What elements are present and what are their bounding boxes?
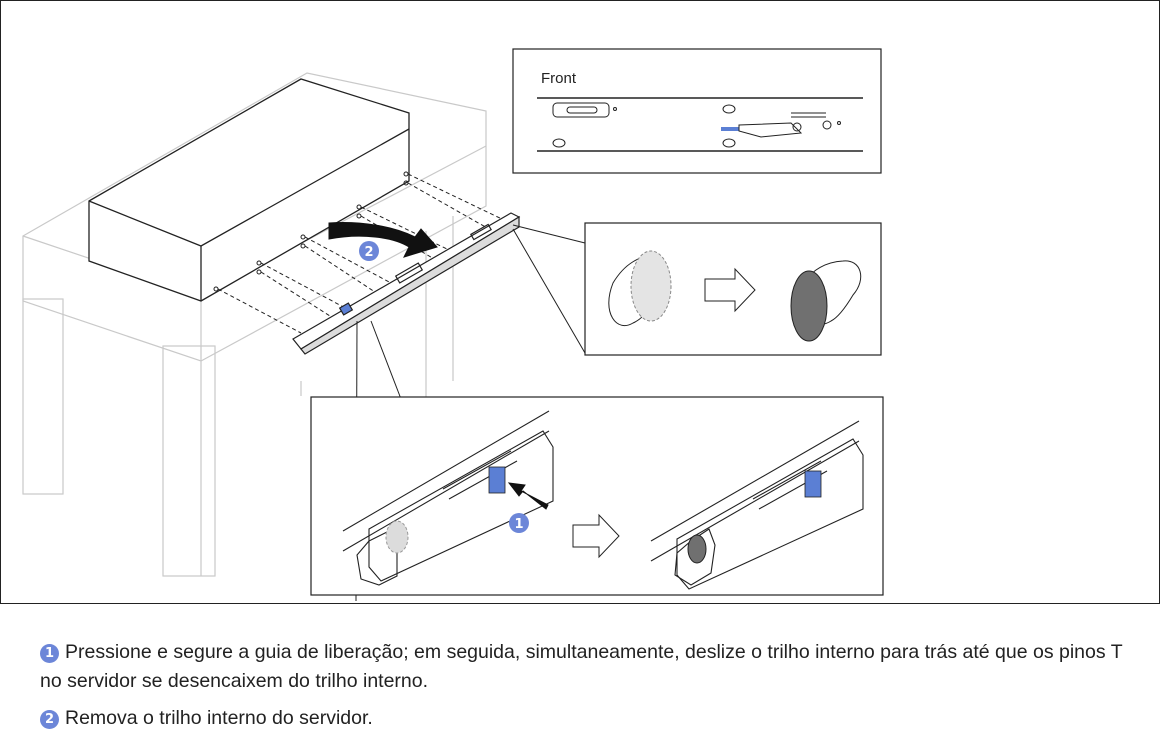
alignment-lines [217, 173, 507, 334]
server-chassis [88, 78, 410, 302]
table [22, 72, 487, 577]
front-inset: Front [512, 48, 882, 174]
step-1-text: Pressione e segure a guia de liberação; … [40, 641, 1123, 692]
release-tab-inset: 1 [310, 320, 884, 602]
step-2-badge: 2 [40, 710, 59, 729]
svg-text:1: 1 [514, 517, 523, 532]
pin-detail-inset [512, 222, 882, 356]
inner-rail [292, 212, 521, 355]
removal-arrow [328, 222, 438, 258]
figure-frame: 2 Front [0, 0, 1160, 604]
callout-1-marker: 1 [509, 513, 529, 533]
front-label: Front [541, 70, 577, 87]
callout-2-marker: 2 [359, 241, 379, 261]
svg-text:2: 2 [364, 245, 373, 260]
rail-removal-illustration: 2 Front [22, 48, 884, 602]
step-1-badge: 1 [40, 644, 59, 663]
step-2: 2 Remova o trilho interno do servidor. [40, 704, 1140, 733]
step-2-text: Remova o trilho interno do servidor. [65, 707, 373, 729]
